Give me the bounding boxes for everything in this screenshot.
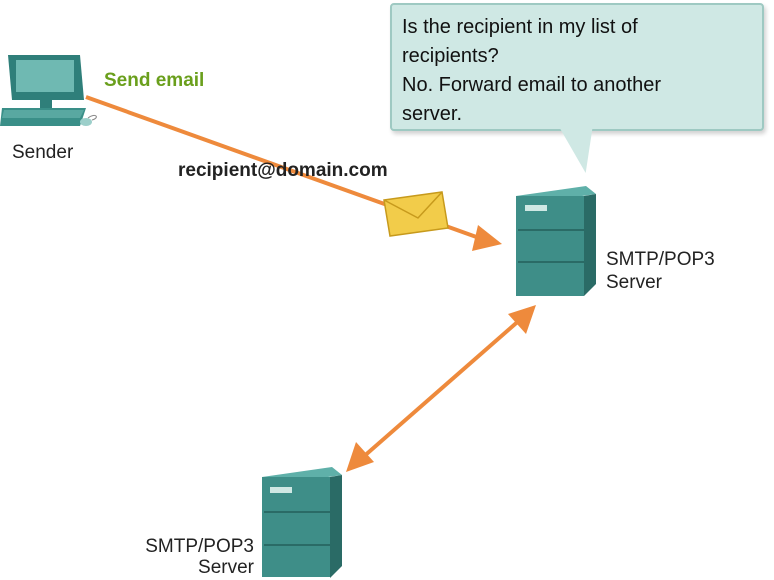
- bottom-server-label-line1: SMTP/POP3: [145, 536, 254, 557]
- bubble-line: No. Forward email to another: [402, 74, 662, 96]
- server-icon: [516, 186, 596, 296]
- bottom-server-label: SMTP/POP3 Server: [134, 536, 254, 578]
- recipient-address: recipient@domain.com: [178, 160, 388, 181]
- top-server-label-line2: Server: [606, 272, 662, 293]
- send-email-label: Send email: [104, 70, 205, 91]
- bubble-line: recipients?: [402, 45, 499, 67]
- decision-bubble: Is the recipient in my list of recipient…: [390, 3, 764, 131]
- top-server-label-line1: SMTP/POP3: [606, 249, 715, 270]
- top-server-label: SMTP/POP3 Server: [606, 248, 715, 294]
- server-icon: [262, 467, 342, 578]
- bubble-line: server.: [402, 103, 463, 125]
- bubble-line: Is the recipient in my list of: [402, 16, 638, 38]
- sender-label: Sender: [12, 142, 74, 163]
- desktop-computer-icon: [0, 55, 97, 126]
- envelope-icon: [383, 191, 449, 237]
- bottom-server-label-line2: Server: [198, 557, 254, 578]
- server-link-arrow: [346, 305, 536, 472]
